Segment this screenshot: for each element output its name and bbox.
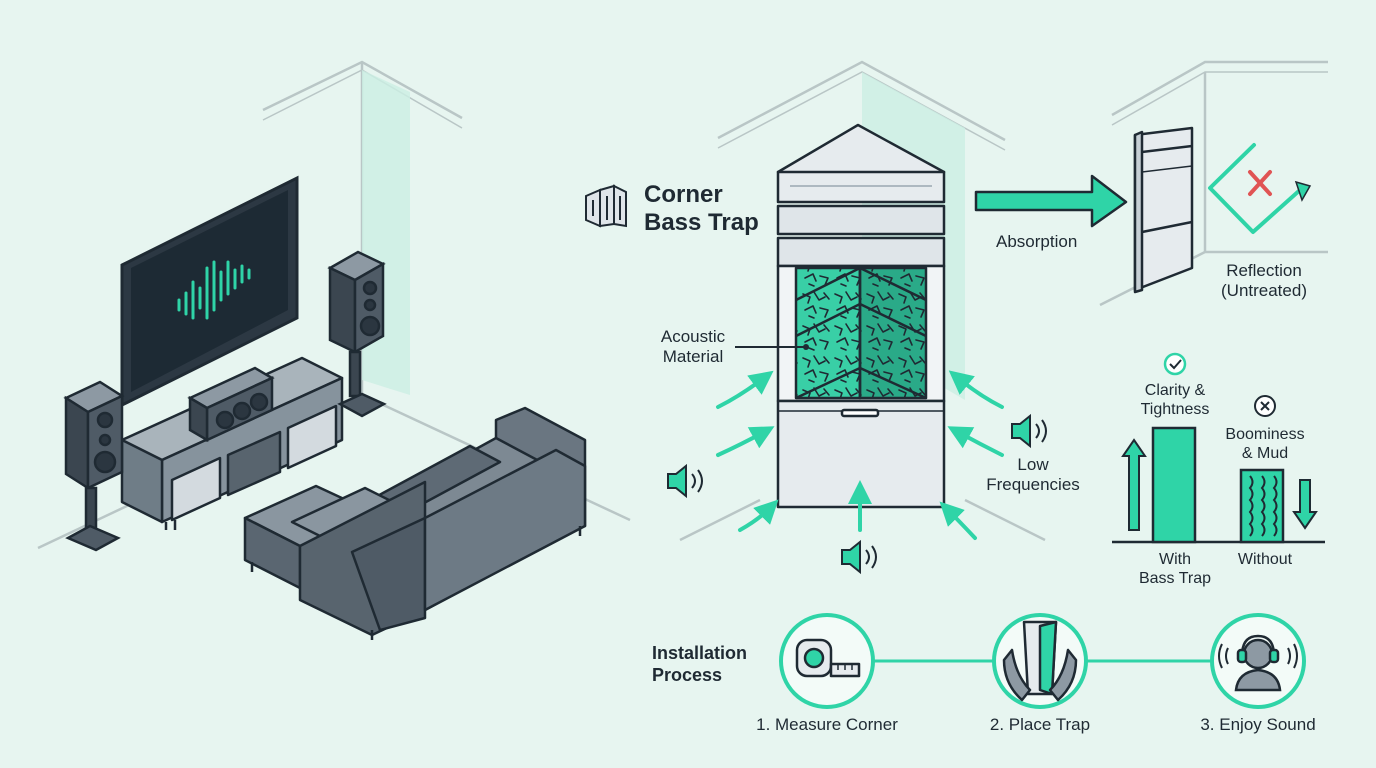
muddy-wave-pattern (1248, 475, 1278, 537)
installation-heading-line-2: Process (652, 665, 723, 685)
clarity-line-1: Clarity & (1144, 382, 1206, 399)
low-frequency-arrows (716, 370, 1004, 540)
acoustic-material-label: Acoustic Material (645, 327, 741, 367)
step-1-label: 1. Measure Corner (756, 715, 898, 734)
acoustic-foam-panel (794, 266, 862, 400)
center-speaker (187, 366, 275, 443)
low-frequencies-label: Low Frequencies (972, 455, 1094, 495)
speaker-sound-icon-bottom (841, 539, 877, 575)
low-frequencies-line-1: Low (1017, 455, 1049, 474)
bass-trap-logo-icon (585, 184, 627, 228)
up-arrow-icon (1121, 438, 1147, 531)
speaker-sound-icon-left (667, 463, 703, 499)
reflection-arrow (1208, 143, 1302, 234)
bass-trap-unit (776, 123, 946, 509)
reflection-label: Reflection (Untreated) (1200, 261, 1328, 301)
sofa (243, 406, 587, 640)
boominess-annotation: Boominess & Mud (1208, 425, 1322, 463)
installation-heading-line-1: Installation (652, 643, 748, 663)
boominess-line-1: Boominess (1225, 426, 1305, 443)
left-tower-speaker (63, 380, 125, 552)
step-circle-place (992, 613, 1088, 709)
clarity-line-2: Tightness (1140, 401, 1210, 418)
down-arrow-icon (1292, 479, 1318, 530)
title-line-1: Corner (644, 181, 723, 208)
clarity-annotation: Clarity & Tightness (1118, 381, 1232, 419)
step-3-label: 3. Enjoy Sound (1200, 715, 1316, 734)
with-trap-bar (1151, 426, 1197, 544)
boominess-line-2: & Mud (1241, 445, 1289, 462)
x-circle-icon (1254, 395, 1276, 417)
living-room-illustration (37, 60, 631, 640)
speaker-sound-icon-right (1011, 413, 1047, 449)
listener-headphones-icon (1218, 634, 1298, 692)
with-trap-line-1: With (1159, 551, 1191, 568)
tape-measure-icon (795, 638, 861, 678)
reflection-label-line-1: Reflection (1226, 261, 1302, 280)
low-frequencies-line-2: Frequencies (986, 475, 1080, 494)
sound-wave-icon (177, 260, 251, 320)
installation-steps (779, 613, 1306, 709)
diagram-title: Corner Bass Trap (644, 181, 759, 237)
with-trap-label: With Bass Trap (1118, 550, 1232, 588)
check-circle-icon (1163, 352, 1187, 376)
step-circle-enjoy (1210, 613, 1306, 709)
acoustic-material-line-1: Acoustic (660, 327, 726, 346)
absorption-arrow (974, 174, 1128, 228)
blocked-x-icon (1248, 170, 1272, 196)
absorption-reflection-diagram (974, 60, 1328, 307)
reflection-label-line-2: (Untreated) (1221, 281, 1307, 300)
corner-wall-glow (362, 70, 410, 395)
hands-holding-trap-icon (1002, 620, 1078, 702)
bass-trap-illustration (585, 60, 1047, 575)
installation-heading: Installation Process (652, 642, 747, 686)
untreated-wall-panel (1133, 126, 1194, 294)
television (120, 175, 299, 408)
comparison-bars (1112, 352, 1325, 544)
step-circle-measure (779, 613, 875, 709)
without-trap-label: Without (1237, 551, 1293, 568)
title-line-2: Bass Trap (644, 209, 759, 236)
acoustic-material-line-2: Material (662, 347, 724, 366)
right-tower-speaker (327, 250, 387, 418)
with-trap-line-2: Bass Trap (1138, 570, 1212, 587)
step-2-label: 2. Place Trap (989, 715, 1091, 734)
absorption-label: Absorption (996, 232, 1078, 251)
